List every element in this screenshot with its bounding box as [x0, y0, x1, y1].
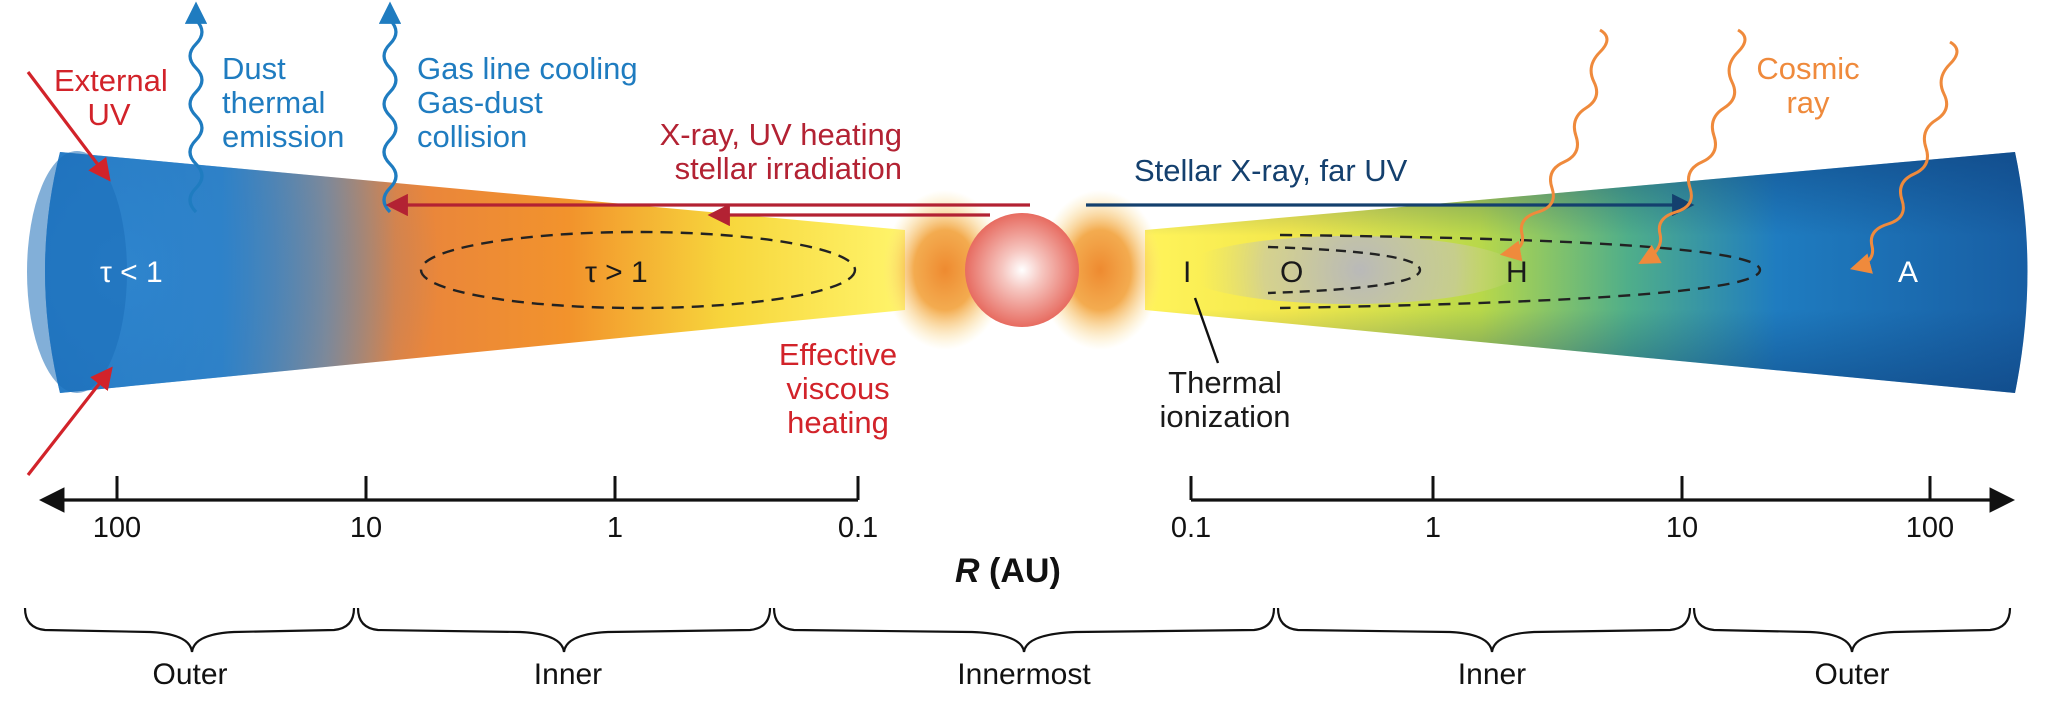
region-outer-right: Outer: [1814, 658, 1890, 691]
thermal-line-1: Thermal: [1168, 365, 1282, 400]
tick-right-100: 100: [1905, 512, 1955, 544]
thermal-ionization-label: Thermal ionization: [1140, 366, 1310, 434]
tick-right-0.1: 0.1: [1170, 512, 1212, 544]
dust-line-3: emission: [222, 119, 345, 154]
viscous-line-1: Effective: [778, 337, 898, 372]
tick-right-1: 1: [1424, 512, 1442, 544]
external-uv-line-2: UV: [87, 97, 131, 132]
gas-dust-line-1: Gas-dust: [417, 85, 543, 120]
region-inner-right: Inner: [1457, 658, 1527, 691]
right-disk: [1145, 152, 2028, 393]
brace-inner-left: [356, 607, 772, 653]
tick-left-0.1: 0.1: [837, 512, 879, 544]
ohmic-zone-outline: [1267, 245, 1422, 295]
zone-label-a: A: [1898, 256, 1919, 289]
zone-label-o: O: [1280, 256, 1304, 289]
tick-right-10: 10: [1665, 512, 1699, 544]
zone-label-h: H: [1506, 256, 1528, 289]
dust-line-2: thermal: [222, 85, 326, 120]
cosmic-ray-wave-1: [1499, 28, 1609, 262]
tau-outer-label: τ < 1: [100, 256, 163, 289]
region-braces: [23, 607, 2012, 653]
brace-inner-right: [1276, 607, 1692, 653]
xray-uv-line-1: X-ray, UV heating: [659, 117, 902, 152]
dust-emission-wave: [184, 1, 208, 214]
tick-left-100: 100: [92, 512, 142, 544]
region-innermost: Innermost: [957, 658, 1091, 691]
left-disk: [27, 151, 905, 393]
gas-cooling-wave: [378, 1, 402, 214]
brace-innermost: [772, 607, 1276, 653]
dust-line-1: Dust: [222, 51, 286, 86]
external-uv-arrow-bottom: [26, 366, 113, 476]
cosmic-ray-line-2: ray: [1786, 85, 1830, 120]
xray-uv-heating-label: X-ray, UV heating stellar irradiation: [632, 118, 902, 186]
gas-cooling-label: Gas line cooling Gas-dust collision: [417, 52, 638, 154]
external-uv-arrow-top: [26, 71, 111, 182]
cosmic-ray-line-1: Cosmic: [1756, 51, 1860, 86]
xray-uv-line-2: stellar irradiation: [674, 151, 902, 186]
gas-dust-line-2: collision: [417, 119, 528, 154]
stellar-xray-label: Stellar X-ray, far UV: [1134, 153, 1408, 188]
tick-left-10: 10: [349, 512, 383, 544]
axis-title-r: R: [955, 552, 980, 590]
tau-gt-1-region: [419, 230, 857, 310]
cosmic-ray-wave-3: [1849, 40, 1959, 274]
region-inner-left: Inner: [533, 658, 603, 691]
thermal-ionization-pointer: [1193, 297, 1220, 364]
central-star: [883, 190, 1162, 350]
viscous-line-3: heating: [787, 405, 889, 440]
viscous-heating-label: Effective viscous heating: [758, 338, 918, 440]
external-uv-label: External UV: [54, 63, 168, 132]
dead-zone-outline: [1279, 233, 1762, 310]
cosmic-ray-label: Cosmic ray: [1748, 52, 1868, 120]
brace-outer-right: [1692, 607, 2012, 653]
region-outer-left: Outer: [152, 658, 228, 691]
viscous-line-2: viscous: [786, 371, 890, 406]
gas-line-cooling: Gas line cooling: [417, 51, 638, 86]
dust-thermal-emission-label: Dust thermal emission: [222, 52, 344, 154]
thermal-line-2: ionization: [1159, 399, 1291, 434]
external-uv-line-1: External: [54, 63, 168, 98]
axis-title: R (AU): [955, 552, 1061, 591]
tau-inner-label: τ > 1: [585, 256, 648, 289]
radius-axis: [38, 476, 2016, 513]
brace-outer-left: [23, 607, 356, 653]
zone-label-i: I: [1183, 256, 1192, 289]
cosmic-ray-wave-2: [1638, 28, 1747, 265]
tick-left-1: 1: [606, 512, 624, 544]
axis-title-unit: (AU): [979, 552, 1061, 590]
